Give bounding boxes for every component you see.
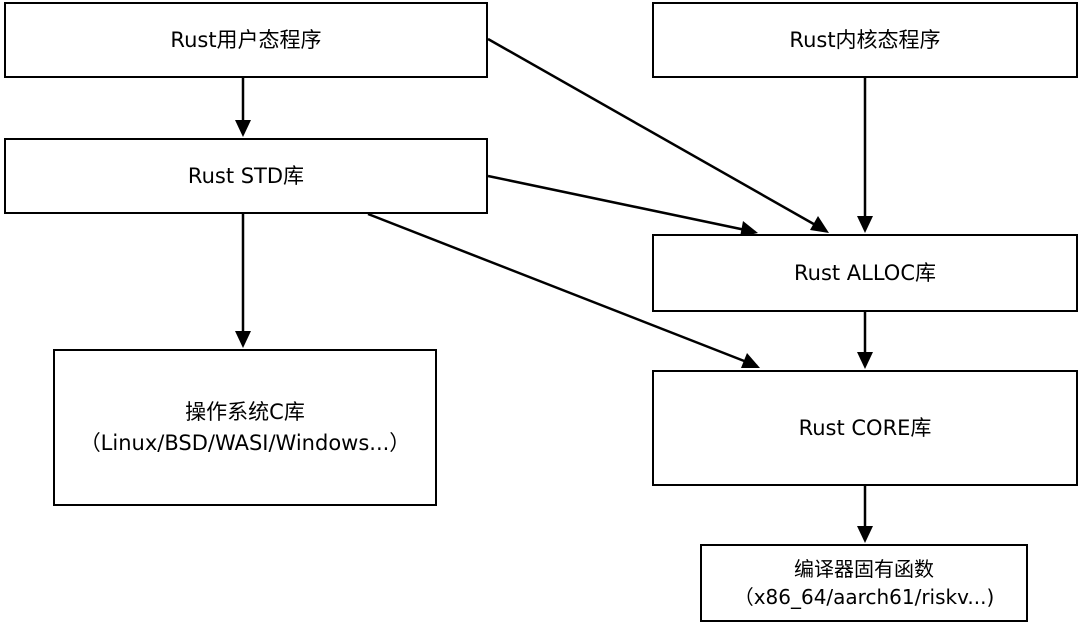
node-sublabel: （x86_64/aarch61/riskv...) — [733, 585, 995, 609]
arrow-std-to-core — [367, 212, 758, 368]
node-label: 编译器固有函数 — [794, 557, 934, 581]
arrowhead-alloc-to-core — [857, 352, 873, 369]
arrowhead-std-to-os — [235, 331, 251, 348]
node-sublabel: （Linux/BSD/WASI/Windows...） — [79, 430, 411, 455]
node-label: Rust CORE库 — [798, 415, 932, 440]
node-label: Rust用户态程序 — [170, 27, 322, 52]
node-compiler-intrinsics: 编译器固有函数 （x86_64/aarch61/riskv...) — [700, 544, 1028, 622]
arrow-user-to-alloc — [487, 37, 827, 233]
node-rust-kernel-program: Rust内核态程序 — [652, 2, 1078, 78]
arrowhead-user-to-std — [235, 120, 251, 137]
arrowhead-std-to-core — [741, 353, 760, 368]
node-label: 操作系统C库 — [185, 400, 305, 425]
node-os-c-lib: 操作系统C库 （Linux/BSD/WASI/Windows...） — [53, 349, 437, 506]
arrowhead-user-to-alloc — [810, 216, 829, 233]
node-rust-alloc-lib: Rust ALLOC库 — [652, 234, 1078, 312]
node-rust-user-program: Rust用户态程序 — [4, 2, 488, 78]
node-label: Rust STD库 — [187, 163, 305, 188]
arrowhead-std-to-alloc — [740, 221, 758, 237]
node-rust-core-lib: Rust CORE库 — [652, 370, 1078, 486]
node-rust-std-lib: Rust STD库 — [4, 138, 488, 214]
arrowhead-kernel-to-alloc — [857, 216, 873, 233]
node-label: Rust ALLOC库 — [793, 260, 937, 285]
node-label: Rust内核态程序 — [789, 27, 941, 52]
arrow-std-to-alloc — [487, 174, 756, 234]
arrowhead-core-to-intrinsics — [857, 526, 873, 543]
